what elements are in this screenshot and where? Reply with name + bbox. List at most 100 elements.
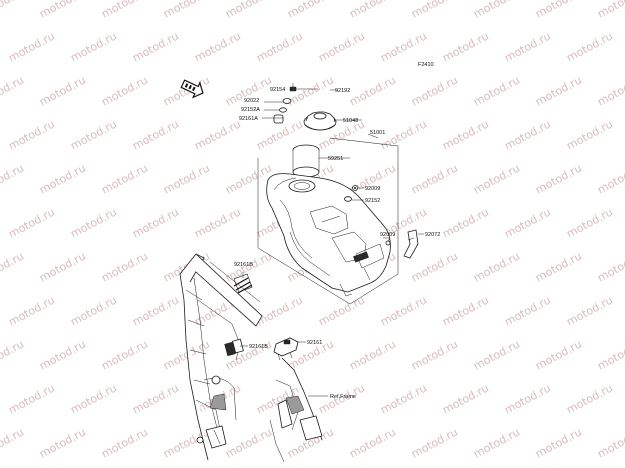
label-51001[interactable]: 51001: [370, 130, 385, 136]
watermark-text: motod.ru: [564, 29, 615, 64]
watermark-text: motod.ru: [533, 425, 584, 460]
watermark-text: motod.ru: [6, 205, 57, 240]
label-92152a[interactable]: 92152A: [241, 107, 260, 113]
watermark-text: motod.ru: [347, 73, 398, 108]
watermark-text: motod.ru: [502, 117, 553, 152]
watermark-text: motod.ru: [316, 29, 367, 64]
watermark-text: motod.ru: [409, 161, 460, 196]
watermark-text: motod.ru: [130, 381, 181, 416]
watermark-text: motod.ru: [378, 381, 429, 416]
watermark-text: motod.ru: [0, 249, 26, 284]
watermark-text: motod.ru: [347, 337, 398, 372]
bolt-92009-lower[interactable]: [385, 240, 391, 246]
breather-hose[interactable]: [323, 62, 342, 105]
watermark-text: motod.ru: [502, 29, 553, 64]
watermark-text: motod.ru: [564, 117, 615, 152]
label-92161b-lower[interactable]: 92161B: [249, 344, 268, 350]
watermark-text: motod.ru: [533, 161, 584, 196]
watermark-text: motod.ru: [130, 29, 181, 64]
watermark-text: motod.ru: [0, 337, 26, 372]
watermark-text: motod.ru: [0, 0, 26, 21]
watermark-text: motod.ru: [440, 29, 491, 64]
damper-92161b-lower[interactable]: [224, 338, 244, 357]
label-59251[interactable]: 59251: [328, 156, 343, 162]
watermark-text: motod.ru: [99, 425, 150, 460]
watermark-text: motod.ru: [440, 293, 491, 328]
watermark-text: motod.ru: [161, 161, 212, 196]
watermark-text: motod.ru: [378, 293, 429, 328]
watermark-text: motod.ru: [223, 425, 274, 460]
watermark-text: motod.ru: [595, 425, 625, 460]
fuel-tank[interactable]: [266, 173, 391, 297]
watermark-text: motod.ru: [161, 73, 212, 108]
clamp-92154[interactable]: [289, 83, 297, 92]
label-92072[interactable]: 92072: [425, 232, 440, 238]
label-92022[interactable]: 92022: [244, 98, 259, 104]
watermark-text: motod.ru: [37, 249, 88, 284]
damper-92161a[interactable]: [273, 114, 284, 124]
watermark-text: motod.ru: [533, 73, 584, 108]
watermark-text: motod.ru: [192, 205, 243, 240]
watermark-text: motod.ru: [471, 73, 522, 108]
watermark-text: motod.ru: [471, 0, 522, 21]
label-92161a[interactable]: 92161A: [239, 116, 258, 122]
watermark-text: motod.ru: [6, 117, 57, 152]
watermark-text: motod.ru: [533, 249, 584, 284]
watermark-text: motod.ru: [37, 161, 88, 196]
watermark-text: motod.ru: [0, 161, 26, 196]
diagram-code: F2410: [418, 62, 434, 68]
watermark-text: motod.ru: [99, 0, 150, 21]
label-51048[interactable]: 51048: [343, 118, 358, 124]
watermark-text: motod.ru: [595, 249, 625, 284]
watermark-text: motod.ru: [99, 161, 150, 196]
watermark-text: motod.ru: [223, 0, 274, 21]
front-arrow-icon: [180, 79, 204, 99]
watermark-text: motod.ru: [37, 73, 88, 108]
label-92009-upper[interactable]: 92009: [365, 186, 380, 192]
watermark-text: motod.ru: [471, 425, 522, 460]
label-92152[interactable]: 92152: [365, 198, 380, 204]
watermark-text: motod.ru: [502, 381, 553, 416]
watermark-text: motod.ru: [6, 29, 57, 64]
watermark-text: motod.ru: [409, 0, 460, 21]
label-92161[interactable]: 92161: [307, 340, 322, 346]
label-92192[interactable]: 92192: [335, 88, 350, 94]
watermark-text: motod.ru: [533, 0, 584, 21]
damper-92161[interactable]: [273, 337, 299, 361]
label-92154[interactable]: 92154: [270, 87, 285, 93]
watermark-text: motod.ru: [68, 117, 119, 152]
watermark-text: motod.ru: [37, 0, 88, 21]
watermark-text: motod.ru: [409, 249, 460, 284]
bolt-92009-upper[interactable]: [352, 185, 358, 191]
collar-92152[interactable]: [344, 196, 352, 202]
watermark-text: motod.ru: [502, 293, 553, 328]
watermark-text: motod.ru: [99, 337, 150, 372]
pad-92161b[interactable]: [233, 273, 253, 294]
watermark-text: motod.ru: [130, 293, 181, 328]
watermark-text: motod.ru: [440, 117, 491, 152]
watermark-text: motod.ru: [595, 73, 625, 108]
watermark-text: motod.ru: [192, 117, 243, 152]
watermark-text: motod.ru: [130, 117, 181, 152]
clamp-92152a[interactable]: [279, 107, 287, 113]
filler-neck[interactable]: [292, 144, 320, 178]
label-ref-frame[interactable]: Ref.Frame: [330, 394, 356, 400]
frame: [179, 253, 263, 461]
label-92009-lower[interactable]: 92009: [380, 232, 395, 238]
watermark-text: motod.ru: [99, 73, 150, 108]
watermark-text: motod.ru: [192, 29, 243, 64]
label-92161b-pad[interactable]: 92161B: [234, 262, 253, 268]
washer-92022[interactable]: [282, 98, 292, 104]
watermark-text: motod.ru: [564, 381, 615, 416]
bracket-92072[interactable]: [403, 229, 419, 259]
watermark-text: motod.ru: [37, 425, 88, 460]
watermark-text: motod.ru: [347, 0, 398, 21]
rear-frame-mount: [269, 357, 323, 463]
watermark-text: motod.ru: [502, 205, 553, 240]
watermark-text: motod.ru: [533, 337, 584, 372]
watermark-text: motod.ru: [161, 0, 212, 21]
watermark-text: motod.ru: [409, 73, 460, 108]
fuel-cap[interactable]: [303, 111, 337, 131]
watermark-text: motod.ru: [285, 0, 336, 21]
